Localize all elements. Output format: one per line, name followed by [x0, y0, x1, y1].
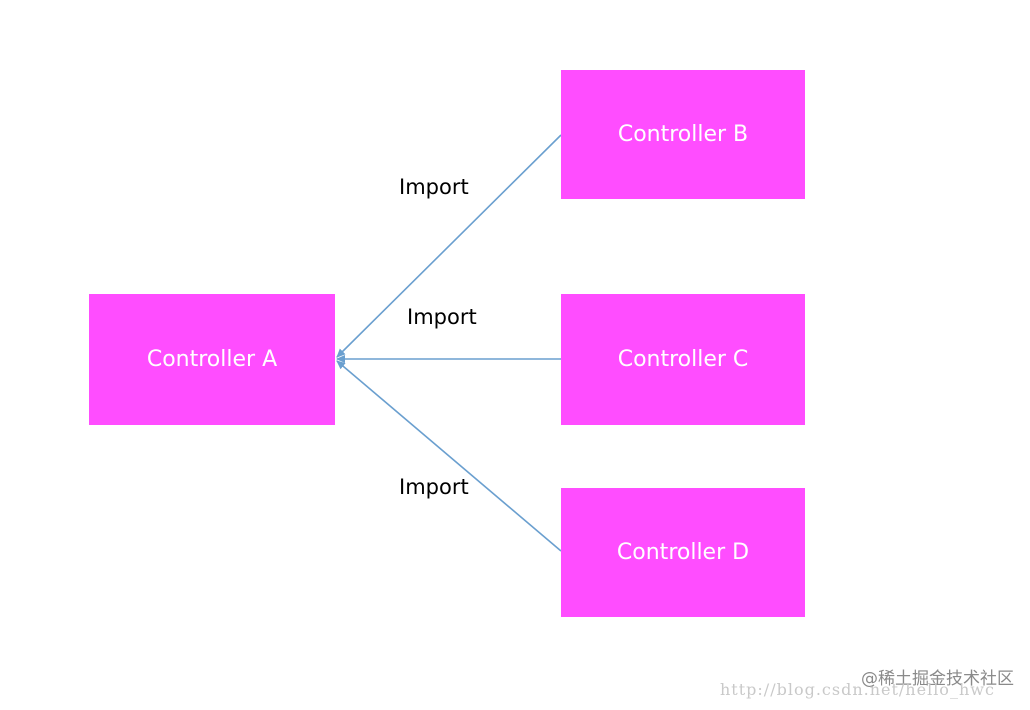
watermark-url: http://blog.csdn.net/hello_hwc	[720, 680, 995, 699]
controller-b-node: Controller B	[561, 70, 805, 199]
controller-c-node: Controller C	[561, 294, 805, 425]
watermark-brand: @稀土掘金技术社区	[861, 669, 1014, 689]
controller-c-label: Controller C	[617, 347, 749, 372]
controller-b-label: Controller B	[617, 122, 749, 147]
edge-b-to-a	[336, 134, 562, 358]
controller-a-label: Controller A	[146, 347, 278, 372]
edge-label-b: Import	[399, 175, 469, 199]
edge-label-c: Import	[407, 305, 477, 329]
edge-d-to-a	[336, 360, 562, 552]
controller-a-node: Controller A	[89, 294, 335, 425]
controller-d-node: Controller D	[561, 488, 805, 617]
controller-d-label: Controller D	[616, 540, 750, 565]
edge-label-d: Import	[399, 475, 469, 499]
